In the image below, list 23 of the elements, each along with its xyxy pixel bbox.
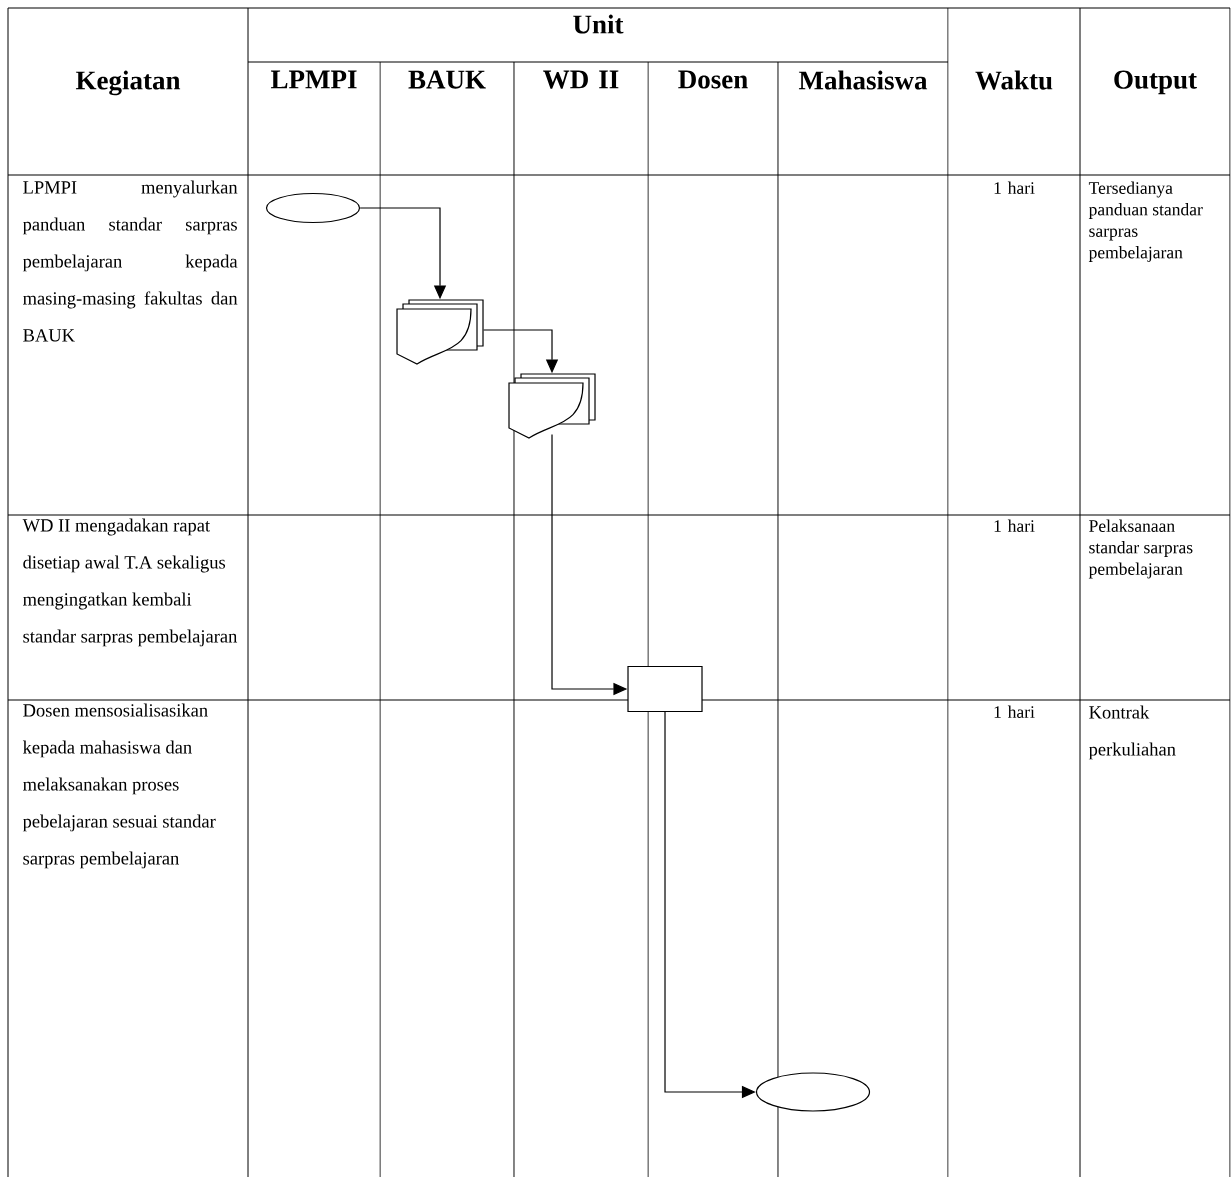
column-header: Unit [573,14,624,34]
activity-text: LPMPI menyalurkan panduan standar sarpras pembelajaran kepada masing-masing fakultas dan BAUK [22,180,238,342]
multi-document-symbol [508,373,596,439]
column-header: WD II [543,70,619,89]
column-header: Output [1114,70,1197,95]
output-text: Pelaksanaan standar sarpras pembelajaran [1088,519,1193,579]
multi-document-symbol [396,299,484,365]
activity-text: Dosen mensosialisasikan kepada mahasiswa dan melaksanakan proses pebelajaran sesuai standar sarpras pembelajaran [22,703,216,869]
column-header: Waktu [975,70,1053,90]
output-text: Tersedianya panduan standar sarpras pembelajaran [1088,181,1203,262]
column-header: Kegiatan [75,70,181,96]
column-header: Mahasiswa [798,70,928,90]
duration-text: 1 hari [994,519,1035,532]
column-header: Dosen [678,70,748,89]
column-header: LPMPI [270,70,357,89]
output-text: Kontrak perkuliahan [1088,705,1176,760]
activity-text: WD II mengadakan rapat disetiap awal T.A sekaligus mengingatkan kembali standar sarpras pembelajaran [22,518,238,647]
column-header: BAUK [408,70,486,89]
terminal-ellipse [755,1072,871,1112]
duration-text: 1 hari [994,705,1035,718]
terminal-ellipse [265,192,361,224]
process-box [627,665,703,713]
duration-text: 1 hari [994,181,1035,194]
